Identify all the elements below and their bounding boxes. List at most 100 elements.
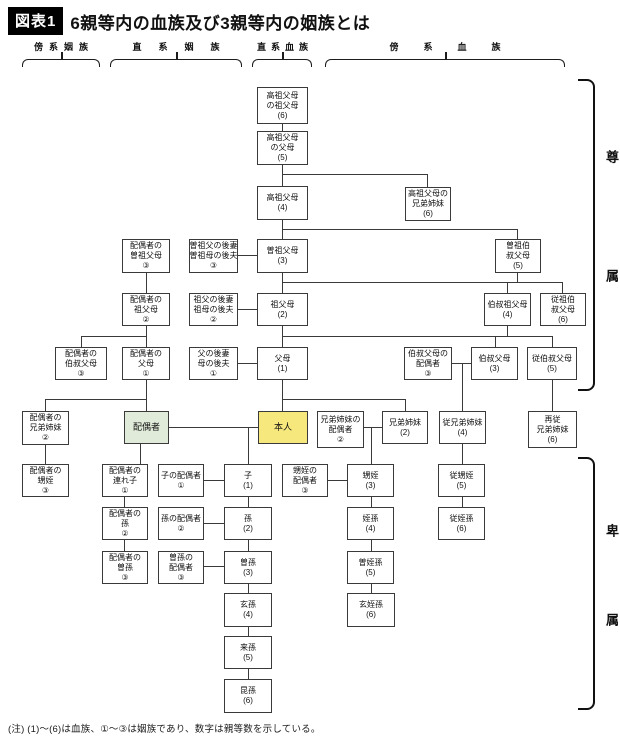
node-himago: 曽孫(3) [224,551,272,584]
node-label-line: ③ [424,368,432,378]
node-label-line: ② [177,523,185,533]
connector-line [248,584,250,593]
node-label-line: (3) [365,480,376,490]
node-label-line: (1) [243,480,253,490]
node-label-line: 玄姪孫 [359,600,383,609]
node-ojioba: 伯叔父母(3) [471,347,518,380]
node-label-line: 姪孫 [362,513,379,523]
node-label-line: 子の配偶者 [161,470,201,480]
connector-line [517,229,519,240]
node-label-line: 高祖父母の [408,189,448,198]
connector-line [507,282,509,294]
node-label-line: 配偶者の [130,294,162,304]
node-label-line: 本人 [273,421,292,432]
connector-line [248,669,250,679]
node-label-line: 孫 [244,513,252,523]
node-label-line: の父母 [270,143,295,152]
bracket-descendants [578,457,595,710]
node-gen-tesson: 玄姪孫(6) [347,593,395,627]
node-label-line: (2) [400,427,410,437]
node-label-line: 兄弟姉妹 [389,417,421,427]
node-label-line: ③ [142,261,150,270]
node-label-line: 父の後妻 [197,348,230,358]
node-label-line: 伯叔父母 [478,353,511,363]
bracket-direct-affinity [110,59,242,67]
connector-line [282,165,284,186]
node-label-line: 配偶者の [109,465,141,475]
node-konson: 昆孫(6) [224,679,272,713]
connector-line [282,380,284,411]
connector-line [462,363,464,411]
node-label-line: (5) [513,261,523,270]
node-so-tesson: 曽姪孫(5) [347,551,394,584]
node-label-line: 配偶者 [169,562,193,572]
node-label-line: (5) [277,153,288,162]
node-ko: 子(1) [224,464,272,497]
connector-line [371,584,373,593]
connector-line [462,444,464,464]
node-label-line: (4) [365,523,376,533]
node-label-line: 従兄弟姉妹 [442,417,483,427]
connector-line [507,326,509,337]
node-label-line: 配偶者の [29,413,62,422]
node-kyodaishimai: 兄弟姉妹(2) [382,411,428,444]
node-label-line: (6) [277,110,288,120]
connector-line [248,497,250,507]
node-label-line: (3) [277,256,288,265]
node-label-line: 叔父母 [551,304,575,314]
footnote: (注) (1)～(6)は血族、①～③は姻族であり、数字は親等数を示している。 [8,724,321,735]
node-label-line: 曽孫の [169,552,193,562]
node-label-line: ② [142,314,150,324]
column-header-collateral-blood: 傍系血族 [389,42,526,52]
connector-line [282,326,284,347]
bracket-tick [445,52,447,60]
node-label-line: 祖父母 [270,299,295,309]
node-kosofubo-no-fubo: 高祖父母の父母(5) [257,131,308,165]
node-label-line: (6) [558,314,568,324]
node-label-line: 兄弟姉妹 [536,424,569,434]
node-label-line: の祖父母 [266,100,299,110]
node-label-line: 玄孫 [240,600,256,609]
node-label-line: ② [209,314,218,324]
node-label-line: (5) [365,567,376,577]
node-mago: 孫(2) [224,507,272,540]
node-label-line: ③ [121,572,129,582]
node-tesson: 姪孫(4) [347,507,394,540]
node-juso-ojioba: 従祖伯叔父母(6) [540,293,586,326]
node-label-line: 兄弟姉妹 [29,423,62,432]
node-label-line: 配偶者の [130,348,162,358]
connector-line [462,497,464,507]
node-label-line: ① [142,368,150,378]
connector-line [146,326,148,347]
node-label-line: (3) [243,567,253,577]
node-label-line: 伯叔父母 [65,358,97,368]
node-label-line: 従伯叔父母 [532,353,572,363]
node-label-line: 叔父母 [506,251,530,260]
figure-header: 図表1 6親等内の血族及び3親等内の姻族とは [8,7,370,35]
node-label-line: (6) [423,209,433,218]
node-label-line: (3) [489,363,500,373]
node-ju-kyodaishimai: 従兄弟姉妹(4) [439,411,486,444]
node-label-line: (4) [502,309,513,319]
node-label-line: 父母 [138,358,154,368]
node-kosofubo: 高祖父母(4) [257,186,308,220]
node-label-line: ② [41,433,50,442]
bracket-collateral-affinity [22,59,100,67]
node-label-line: ② [336,434,345,444]
connector-line [238,363,257,365]
node-label-line: 従甥姪 [449,470,474,480]
node-label-line: ① [177,480,185,490]
bracket-tick [282,52,284,60]
connector-line [45,399,47,412]
node-label-line: (2) [277,309,288,319]
node-label-line: (6) [366,610,376,619]
connector-line [140,444,142,464]
